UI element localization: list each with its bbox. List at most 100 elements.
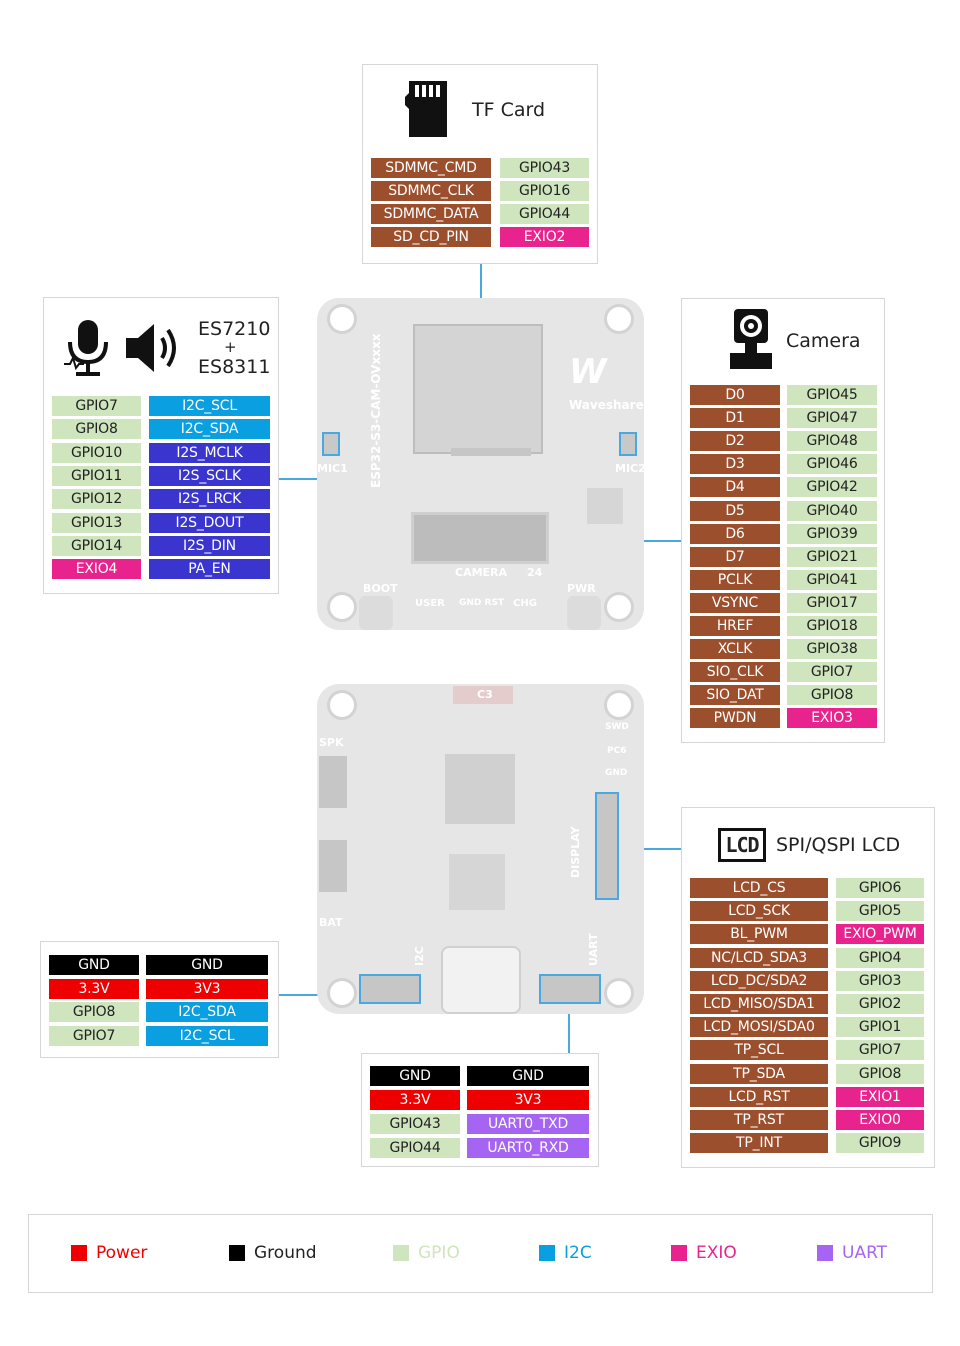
audio-title-line1: ES7210 (198, 318, 271, 340)
audio-gpio-cell: GPIO10 (52, 442, 141, 463)
silk-gnd-rst: GND RST (459, 598, 505, 608)
mount-hole (604, 978, 634, 1008)
lcd-signal-cell: LCD_SCK (690, 901, 828, 922)
legend-swatch (71, 1245, 87, 1261)
legend-swatch (817, 1245, 833, 1261)
camera-gpio-cell: GPIO38 (787, 639, 877, 660)
legend-swatch (671, 1245, 687, 1261)
uart-header-left-cell: GPIO43 (370, 1114, 460, 1134)
legend-swatch (393, 1245, 409, 1261)
mount-hole (327, 304, 357, 334)
psram-chip (449, 854, 505, 910)
lcd-gpio-cell: GPIO7 (836, 1040, 924, 1061)
camera-gpio-cell: GPIO40 (787, 500, 877, 521)
tf-card-title: TF Card (472, 99, 546, 121)
board-vertical-name: ESP32-S3-CAM-OVxxxx (369, 333, 383, 488)
boot-button (359, 596, 393, 630)
tf-signal-cell: SD_CD_PIN (371, 227, 491, 247)
audio-signal-cell: I2S_LRCK (149, 489, 270, 510)
audio-title-line2: + (224, 338, 237, 356)
camera-signal-cell: SIO_CLK (690, 662, 780, 683)
audio-gpio-cell: GPIO8 (52, 419, 141, 440)
audio-title-line3: ES8311 (198, 356, 271, 378)
silk-pin24: 24 (527, 566, 543, 579)
uart-header-left-cell: 3.3V (370, 1090, 460, 1110)
microphone-icon (64, 320, 108, 376)
audio-gpio-cell: GPIO11 (52, 465, 141, 486)
legend-label: Power (96, 1243, 148, 1263)
mount-hole (327, 978, 357, 1008)
camera-gpio-cell: EXIO3 (787, 708, 877, 729)
camera-title: Camera (786, 330, 861, 352)
silk-chg: CHG (513, 598, 537, 609)
audio-gpio-cell: GPIO7 (52, 396, 141, 416)
legend-label: I2C (564, 1243, 592, 1263)
tf-signal-cell: SDMMC_CMD (371, 158, 491, 178)
silk-c3: C3 (477, 688, 493, 701)
camera-gpio-cell: GPIO39 (787, 523, 877, 544)
lcd-signal-cell: LCD_CS (690, 878, 828, 898)
tf-gpio-cell: GPIO43 (500, 158, 589, 178)
lcd-signal-cell: TP_SDA (690, 1063, 828, 1084)
display-connector (595, 792, 619, 900)
silk-spk: SPK (319, 736, 344, 749)
audio-signal-cell: I2S_SCLK (149, 465, 270, 486)
silk-uart: UART (587, 933, 600, 966)
legend-item-i2c: I2C (539, 1243, 592, 1263)
top-board: Waveshare W ESP32-S3-CAM-OVxxxx MIC1 MIC… (317, 298, 646, 630)
mic1-component (322, 432, 340, 456)
silk-swd: SWD (605, 722, 629, 732)
usb-c-port (441, 946, 521, 1014)
camera-signal-cell: D4 (690, 477, 780, 498)
wire-tf-card (480, 262, 482, 328)
tf-gpio-cell: EXIO2 (500, 227, 589, 247)
legend-item-uart: UART (817, 1243, 887, 1263)
camera-gpio-cell: GPIO7 (787, 662, 877, 683)
legend-label: EXIO (696, 1243, 737, 1263)
lcd-gpio-cell: GPIO8 (836, 1063, 924, 1084)
camera-signal-cell: D6 (690, 523, 780, 544)
wire-lcd (642, 848, 682, 850)
camera-gpio-cell: GPIO46 (787, 454, 877, 475)
tf-gpio-cell: GPIO16 (500, 181, 589, 201)
legend-swatch (229, 1245, 245, 1261)
silk-pwr: PWR (567, 582, 596, 595)
uart-header-right-cell: 3V3 (467, 1090, 589, 1110)
lcd-gpio-cell: GPIO3 (836, 970, 924, 991)
legend-label: UART (842, 1243, 888, 1263)
lcd-signal-cell: NC/LCD_SDA3 (690, 947, 828, 968)
lcd-signal-cell: TP_RST (690, 1110, 828, 1130)
mount-hole (604, 690, 634, 720)
speaker-icon (126, 324, 176, 372)
c3-component (453, 686, 513, 704)
camera-signal-cell: HREF (690, 616, 780, 636)
tf-card-contacts (451, 448, 531, 456)
camera-gpio-cell: GPIO8 (787, 685, 877, 706)
legend-item-exio: EXIO (671, 1243, 737, 1263)
audio-gpio-cell: GPIO13 (52, 512, 141, 533)
camera-gpio-cell: GPIO48 (787, 431, 877, 452)
audio-signal-cell: I2S_DIN (149, 535, 270, 556)
lcd-gpio-cell: GPIO2 (836, 994, 924, 1014)
silk-mic1: MIC1 (317, 462, 348, 475)
lcd-title: SPI/QSPI LCD (776, 834, 901, 856)
lcd-gpio-cell: EXIO0 (836, 1110, 924, 1130)
uart-header-right-cell: GND (467, 1066, 589, 1086)
uart-header-left-cell: GND (370, 1066, 460, 1086)
lcd-gpio-cell: GPIO5 (836, 901, 924, 922)
tf-card-icon (405, 81, 447, 137)
mount-hole (327, 592, 357, 622)
uart-header-right-cell: UART0_TXD (467, 1114, 589, 1134)
wire-uart-header (568, 1012, 570, 1054)
silk-gnd: GND (605, 768, 628, 778)
camera-signal-cell: PCLK (690, 569, 780, 590)
audio-signal-cell: I2C_SDA (149, 419, 270, 440)
i2c-header-left-cell: 3.3V (49, 978, 139, 999)
silk-bat: BAT (319, 916, 343, 929)
camera-gpio-cell: GPIO47 (787, 408, 877, 429)
lcd-signal-cell: LCD_DC/SDA2 (690, 970, 828, 991)
i2c-connector (359, 974, 421, 1004)
audio-gpio-cell: GPIO12 (52, 489, 141, 510)
audio-signal-cell: I2S_DOUT (149, 512, 270, 533)
